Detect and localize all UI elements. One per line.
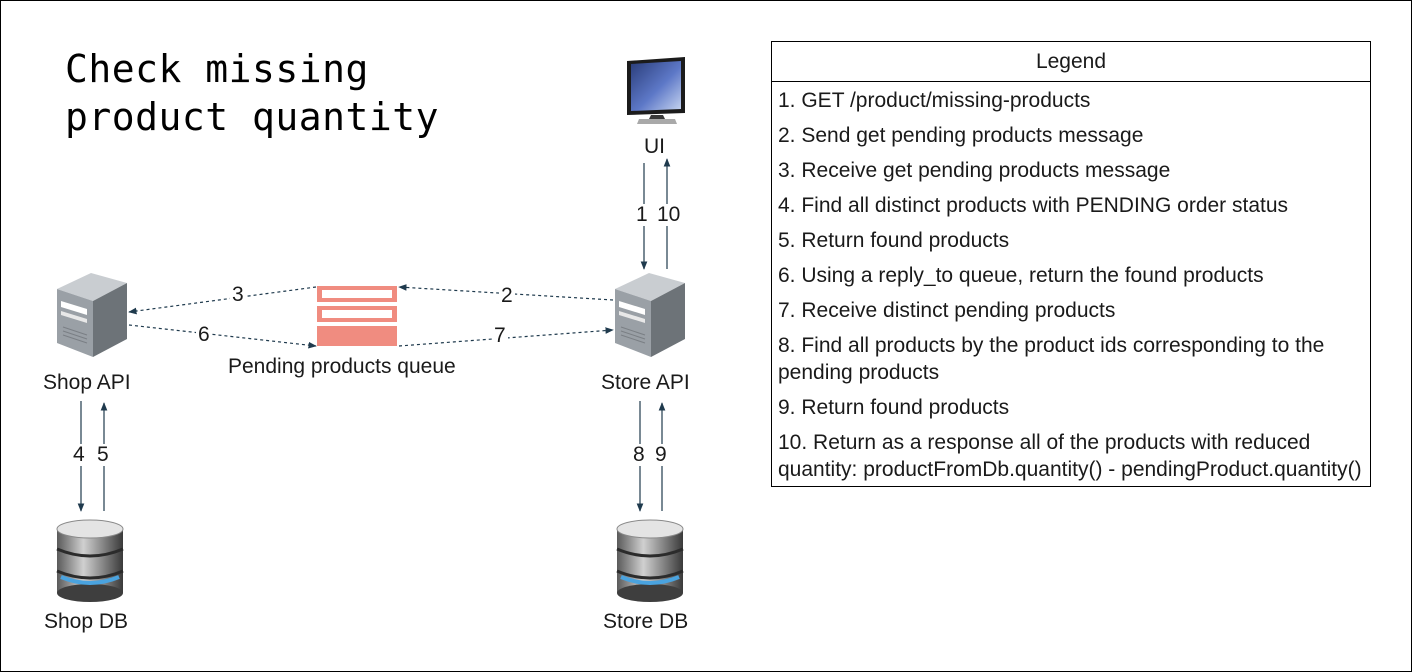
arrow-9-label: 9: [653, 443, 669, 466]
arrow-3: [128, 286, 317, 315]
legend-item: 4. Find all distinct products with PENDI…: [778, 194, 1289, 217]
diagram-title: Check missing product quantity: [65, 47, 440, 139]
arrow-3-label: 3: [230, 283, 246, 306]
arrow-7-label: 7: [492, 324, 508, 347]
legend-item: 10. Return as a response all of the prod…: [778, 431, 1362, 481]
ui-label: UI: [644, 135, 665, 158]
arrow-6-label: 6: [196, 323, 212, 346]
database-icon: [615, 519, 685, 608]
store-api-label: Store API: [601, 371, 690, 394]
legend-item: 5. Return found products: [778, 229, 1010, 252]
legend-item: 3. Receive get pending products message: [778, 159, 1171, 182]
legend-item: 9. Return found products: [778, 396, 1010, 419]
arrow-6: [128, 324, 317, 349]
store-db-label: Store DB: [603, 610, 689, 633]
legend-item: 1. GET /product/missing-products: [778, 89, 1091, 112]
legend-header: Legend: [772, 42, 1370, 82]
monitor-icon: [625, 55, 687, 130]
shop-api-label: Shop API: [43, 371, 131, 394]
legend-item: 2. Send get pending products message: [778, 124, 1144, 147]
server-icon: [613, 271, 687, 364]
arrow-8-label: 8: [631, 443, 647, 466]
database-icon: [55, 519, 125, 608]
legend-item: 8. Find all products by the product ids …: [778, 334, 1325, 384]
arrow-4-label: 4: [71, 443, 87, 466]
arrow-10-label: 10: [655, 203, 683, 226]
arrow-2-label: 2: [499, 284, 515, 307]
legend-item: 6. Using a reply_to queue, return the fo…: [778, 264, 1264, 287]
shop-db-label: Shop DB: [44, 610, 129, 633]
arrow-5-label: 5: [95, 443, 111, 466]
queue-icon: [316, 285, 398, 352]
server-icon: [55, 271, 129, 364]
arrow-1-label: 1: [634, 203, 650, 226]
legend-table: Legend 1. GET /product/missing-products …: [771, 41, 1371, 487]
queue-label: Pending products queue: [228, 355, 456, 378]
legend-item: 7. Receive distinct pending products: [778, 299, 1116, 322]
